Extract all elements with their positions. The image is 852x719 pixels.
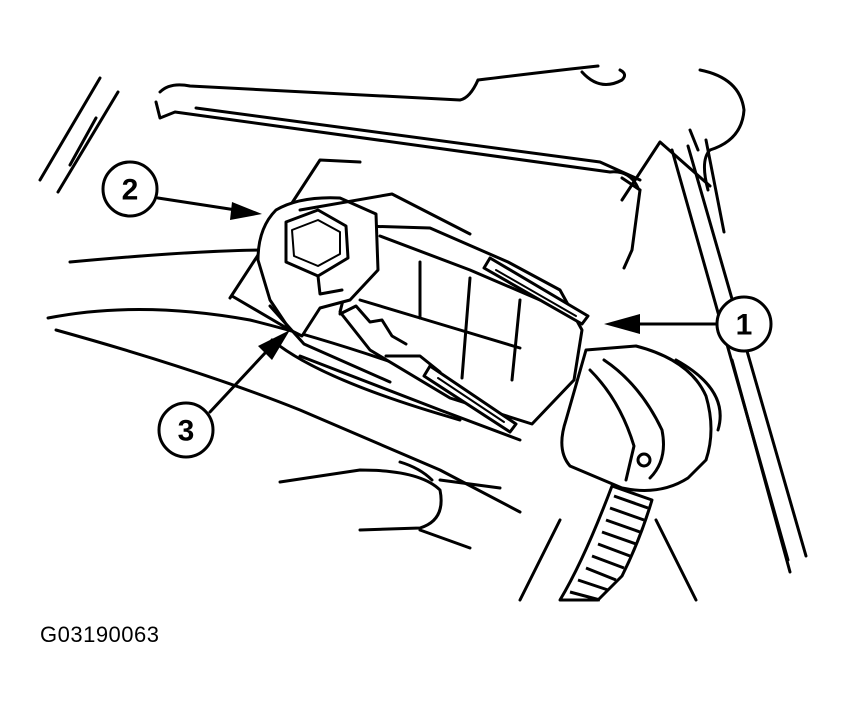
callout-3: 3	[157, 401, 215, 459]
callout-2-label: 2	[122, 174, 139, 207]
callout-2: 2	[101, 160, 159, 218]
callout-1: 1	[715, 295, 773, 353]
callout-1-label: 1	[736, 309, 753, 342]
engine-structure-lines	[38, 64, 808, 602]
callout-3-label: 3	[178, 415, 195, 448]
figure-code: G03190063	[40, 622, 160, 647]
leader-arrows	[156, 196, 718, 414]
wiring-harness	[558, 484, 654, 602]
connector-housing	[560, 344, 722, 492]
hex-bolt	[284, 208, 350, 296]
sensor-body	[338, 224, 590, 434]
